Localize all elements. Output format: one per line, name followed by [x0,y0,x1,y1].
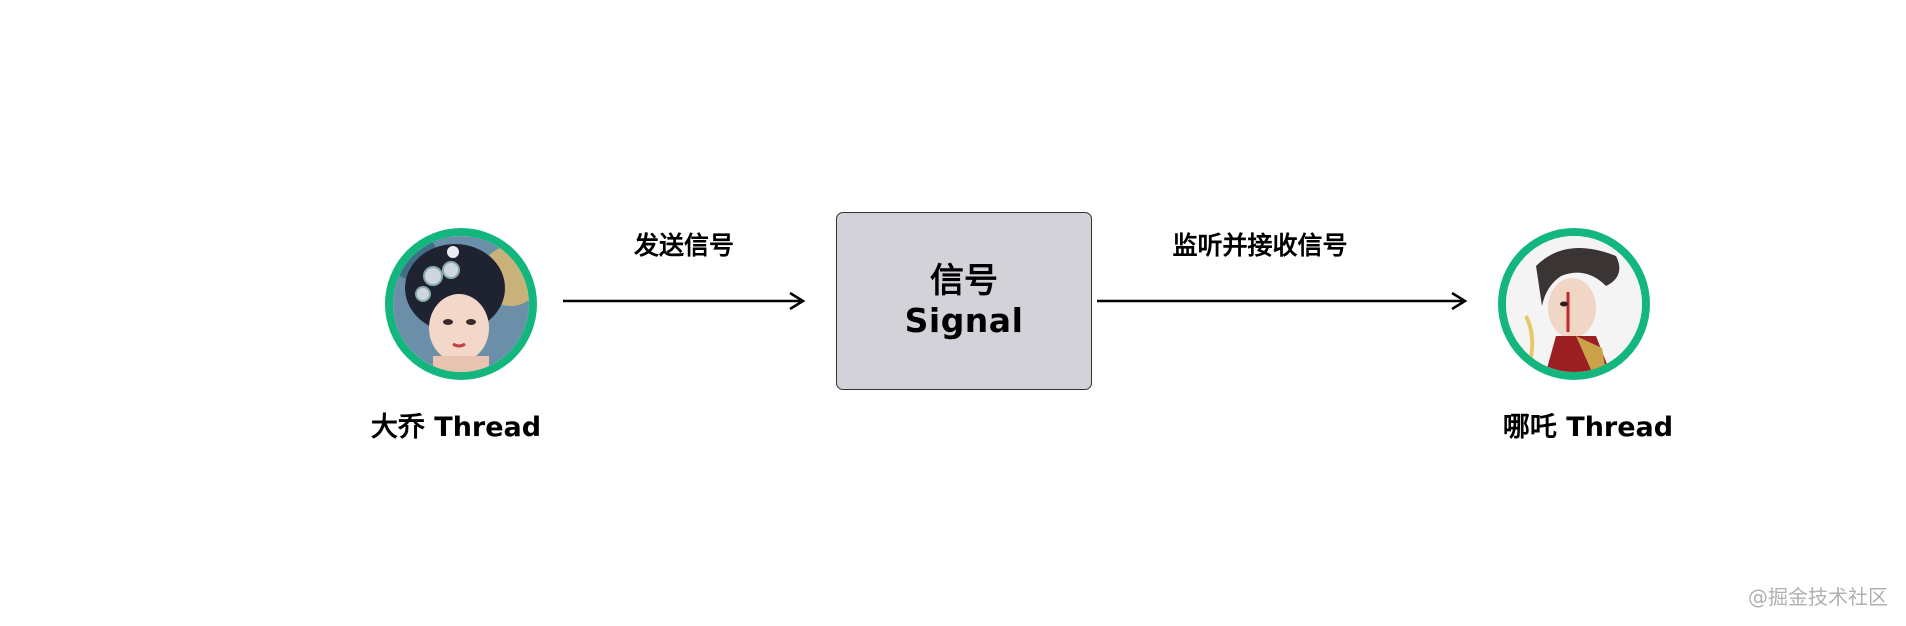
left-thread-avatar [385,228,537,380]
character-portrait-icon [1506,236,1642,372]
watermark: @掘金技术社区 [1748,585,1888,609]
send-signal-label: 发送信号 [633,231,734,260]
right-thread-avatar [1498,228,1650,380]
send-arrow [563,291,806,311]
left-thread-label: 大乔 Thread [370,412,542,443]
character-portrait-icon [393,236,529,372]
listen-arrow [1097,291,1468,311]
signal-box: 信号 Signal [836,212,1092,390]
right-thread-label: 哪吒 Thread [1502,412,1674,443]
signal-title-en: Signal [904,301,1024,340]
signal-title-cn: 信号 [930,261,998,301]
listen-receive-signal-label: 监听并接收信号 [1172,231,1348,260]
